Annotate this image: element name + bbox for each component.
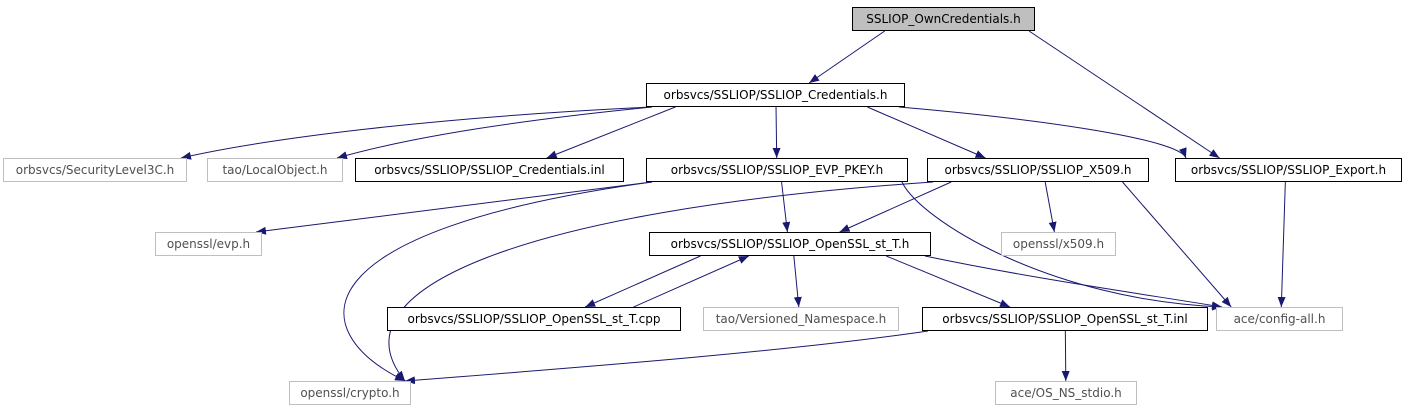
node-ssliop-openssl-st-t-h[interactable]: orbsvcs/SSLIOP/SSLIOP_OpenSSL_st_T.h [649, 232, 931, 256]
node-ace-os-ns-stdio-h: ace/OS_NS_stdio.h [995, 381, 1137, 405]
node-openssl-evp-h: openssl/evp.h [155, 232, 262, 256]
node-ssliop-owncredentials-h[interactable]: SSLIOP_OwnCredentials.h [852, 7, 1035, 31]
node-ssliop-credentials-h[interactable]: orbsvcs/SSLIOP/SSLIOP_Credentials.h [646, 83, 905, 107]
edge-evp_pkey_h-to-config_all_h [901, 181, 1223, 311]
edge-openssl_st_t_h-to-openssl_st_t_cpp [584, 255, 701, 308]
edge-openssl_st_t_h-to-openssl_st_t_inl [886, 255, 1011, 308]
node-ssliop-credentials-inl[interactable]: orbsvcs/SSLIOP/SSLIOP_Credentials.inl [355, 158, 624, 182]
node-ssliop-evp-pkey-h[interactable]: orbsvcs/SSLIOP/SSLIOP_EVP_PKEY.h [646, 158, 908, 182]
edge-evp_pkey_h-to-openssl_st_t_h [781, 181, 791, 233]
node-securitylevel3c-h: orbsvcs/SecurityLevel3C.h [3, 158, 187, 182]
node-ssliop-openssl-st-t-inl[interactable]: orbsvcs/SSLIOP/SSLIOP_OpenSSL_st_T.inl [922, 307, 1208, 331]
node-ace-config-all-h: ace/config-all.h [1216, 307, 1343, 331]
edge-evp_pkey_h-to-openssl_evp_h [255, 181, 653, 235]
edge-x509_h-to-openssl_crypto_h [388, 181, 934, 382]
edge-x509_h-to-config_all_h [1122, 181, 1232, 308]
edge-evp_pkey_h-to-openssl_crypto_h [343, 181, 653, 382]
node-openssl-x509-h: openssl/x509.h [1001, 232, 1116, 256]
node-ssliop-x509-h[interactable]: orbsvcs/SSLIOP/SSLIOP_X509.h [927, 158, 1149, 182]
edge-credentials_h-to-evp_pkey_h [772, 106, 781, 159]
edge-x509_h-to-openssl_x509_h [1044, 181, 1057, 233]
edge-openssl_st_t_cpp-to-openssl_st_t_h [633, 255, 750, 308]
node-versioned-namespace-h: tao/Versioned_Namespace.h [703, 307, 899, 331]
node-localobject-h: tao/LocalObject.h [207, 158, 343, 182]
node-ssliop-openssl-st-t-cpp[interactable]: orbsvcs/SSLIOP/SSLIOP_OpenSSL_st_T.cpp [387, 307, 681, 331]
edge-credentials_h-to-localobject_h [336, 106, 653, 160]
edge-export_h-to-config_all_h [1277, 181, 1286, 308]
edge-own_credentials_h-to-export_h [1028, 30, 1220, 159]
edge-own_credentials_h-to-credentials_h [808, 30, 885, 84]
node-openssl-crypto-h: openssl/crypto.h [289, 381, 411, 405]
edge-openssl_st_t_h-to-config_all_h [924, 255, 1223, 310]
edge-credentials_h-to-securitylevel3c_h [180, 106, 653, 160]
edge-x509_h-to-openssl_st_t_h [839, 181, 952, 233]
edge-group [180, 30, 1286, 385]
edge-credentials_h-to-credentials_inl [546, 106, 676, 159]
edge-openssl_st_t_inl-to-openssl_crypto_h [404, 330, 929, 385]
edge-credentials_h-to-export_h [898, 106, 1187, 159]
edge-openssl_st_t_h-to-versioned_namespace_h [793, 255, 802, 308]
node-ssliop-export-h[interactable]: orbsvcs/SSLIOP/SSLIOP_Export.h [1175, 158, 1402, 182]
edge-credentials_h-to-x509_h [867, 106, 986, 159]
